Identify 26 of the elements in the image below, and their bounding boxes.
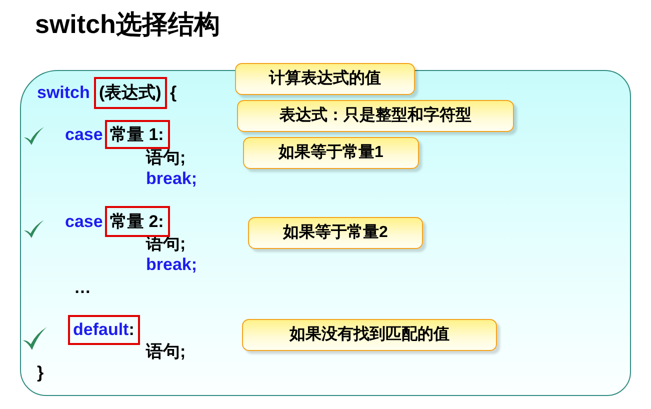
callout-note: 计算表达式的值 [235,63,415,95]
code-keyword: switch [37,83,90,103]
code-text: 常量 1: [110,124,164,144]
callout-note: 如果没有找到匹配的值 [242,319,497,351]
code-keyword: case [65,212,103,232]
code-panel [20,70,631,396]
highlight-frame [68,315,140,345]
highlight-frame [105,120,170,149]
code-text: { [170,83,177,103]
callout-note: 如果等于常量2 [248,217,423,249]
code-text: (表达式) [99,83,162,103]
code-text: 语句; [146,342,186,362]
code-keyword: break; [146,255,198,275]
code-keyword: default [73,320,129,340]
code-text: 常量 2: [110,212,164,232]
callout-note: 如果等于常量1 [243,137,419,169]
callout-note: 表达式：只是整型和字符型 [237,100,514,132]
slide-title: switch选择结构 [35,8,220,40]
code-keyword: case [65,125,103,145]
code-text: 语句; [146,148,186,168]
code-text: } [37,363,44,383]
highlight-frame [94,77,168,109]
code-text: … [74,278,91,298]
code-keyword: break; [146,169,198,189]
highlight-frame [105,206,170,237]
code-text: : [128,320,134,340]
